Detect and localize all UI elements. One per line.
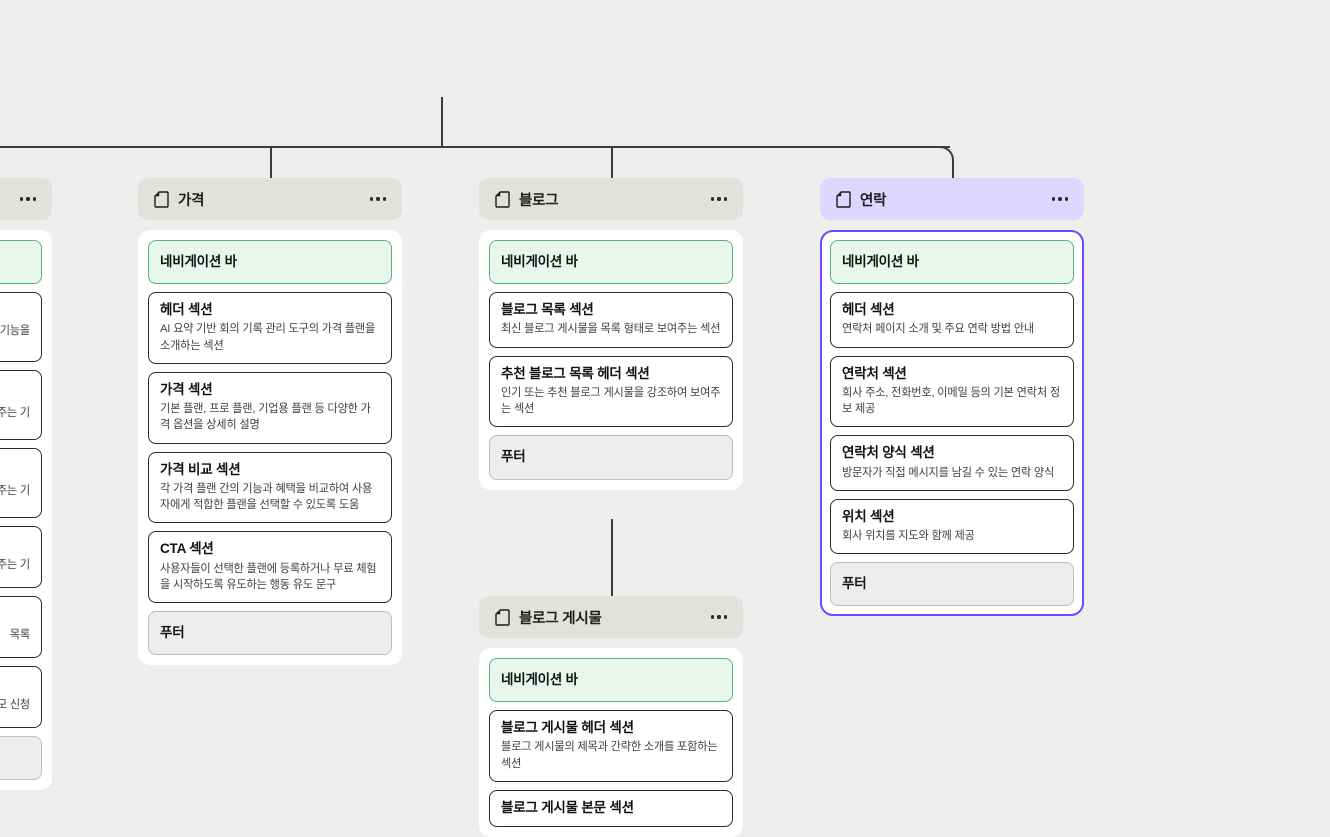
row-desc: 방문자가 직접 메시지를 남길 수 있는 연락 양식	[842, 466, 1055, 479]
row-desc: 회사 주소, 전화번호, 이메일 등의 기본 연락처 정보 제공	[842, 386, 1060, 416]
node-contact-body: 네비게이션 바 헤더 섹션 연락처 페이지 소개 및 주요 연락 방법 안내 연…	[820, 230, 1084, 617]
file-icon	[495, 608, 510, 626]
row-title: 네비게이션 바	[842, 254, 919, 269]
row-title: 블로그 게시물 헤더 섹션	[501, 720, 634, 736]
file-icon	[836, 190, 851, 208]
row-title: 위치 섹션	[842, 508, 895, 524]
row-title: 블로그 게시물 본문 섹션	[501, 799, 634, 815]
node-blog-title: 블로그	[519, 192, 559, 209]
row-title: 헤더 섹션	[160, 302, 213, 318]
row-desc: 최신 블로그 게시물을 목록 형태로 보여주는 섹션	[501, 323, 721, 336]
list-item[interactable]: 가격 비교 섹션 각 가격 플랜 간의 기능과 혜택을 비교하여 사용자에게 적…	[148, 451, 392, 524]
list-item[interactable]: 헤더 섹션 AI 요약 기반 회의 기록 관리 도구의 가격 플랜을 소개하는 …	[148, 292, 392, 364]
row-title: 네비게이션 바	[501, 672, 578, 687]
more-options-icon[interactable]	[18, 193, 38, 204]
node-contact[interactable]: 연락 네비게이션 바 헤더 섹션 연락처 페이지 소개 및 주요 연락 방법 안…	[820, 178, 1084, 617]
list-item-footer[interactable]: 푸터	[489, 435, 733, 480]
row-title: 네비게이션 바	[160, 254, 237, 269]
connector-home-trunk	[441, 97, 443, 147]
list-item[interactable]: CTA 섹션 사용자들이 선택한 플랜에 등록하거나 무료 체험을 시작하도록 …	[148, 531, 392, 603]
node-blog-header[interactable]: 블로그	[479, 178, 743, 220]
connector-corner-contact	[938, 146, 954, 180]
row-title: 가격 섹션	[160, 381, 213, 397]
node-blog-post-header[interactable]: 블로그 게시물	[479, 596, 743, 638]
list-item[interactable]: 해주는 기	[0, 526, 42, 588]
list-item[interactable]: 모 신청	[0, 666, 42, 728]
node-contact-header[interactable]: 연락	[820, 178, 1084, 220]
node-blog-body: 네비게이션 바 블로그 목록 섹션 최신 블로그 게시물을 목록 형태로 보여주…	[479, 230, 743, 490]
node-blog-post-title: 블로그 게시물	[519, 610, 602, 627]
node-price-body: 네비게이션 바 헤더 섹션 AI 요약 기반 회의 기록 관리 도구의 가격 플…	[138, 230, 402, 666]
list-item[interactable]: 주는 기	[0, 370, 42, 440]
more-options-icon[interactable]	[368, 193, 388, 204]
row-title: 푸터	[842, 576, 867, 592]
connector-horizontal-bus	[0, 146, 950, 148]
node-left-partial[interactable]: 요 기능을 주는 기 주는 기 해주는 기 목록 모 신청	[0, 178, 52, 790]
list-item[interactable]: 목록	[0, 596, 42, 658]
list-item-nav[interactable]: 네비게이션 바	[489, 658, 733, 703]
list-item-footer[interactable]	[0, 736, 42, 780]
row-desc: 주는 기	[0, 485, 30, 497]
node-price-title: 가격	[178, 192, 205, 209]
list-item-nav[interactable]	[0, 240, 42, 284]
row-title: CTA 섹션	[160, 541, 214, 557]
connector-blog-to-post	[611, 519, 613, 596]
row-title: 블로그 목록 섹션	[501, 302, 594, 318]
node-blog-post-body: 네비게이션 바 블로그 게시물 헤더 섹션 블로그 게시물의 제목과 간략한 소…	[479, 648, 743, 837]
node-price-header[interactable]: 가격	[138, 178, 402, 220]
list-item-footer[interactable]: 푸터	[148, 610, 392, 656]
row-desc: 인기 또는 추천 블로그 게시물을 강조하여 보여주는 섹션	[501, 386, 721, 416]
row-desc: AI 요약 기반 회의 기록 관리 도구의 가격 플랜을 소개하는 섹션	[160, 323, 376, 352]
row-title: 네비게이션 바	[501, 254, 578, 269]
row-title: 푸터	[160, 624, 185, 640]
list-item-footer[interactable]: 푸터	[830, 562, 1074, 607]
node-blog-post[interactable]: 블로그 게시물 네비게이션 바 블로그 게시물 헤더 섹션 블로그 게시물의 제…	[479, 596, 743, 837]
row-desc: 모 신청	[0, 699, 30, 711]
list-item[interactable]: 연락처 양식 섹션 방문자가 직접 메시지를 남길 수 있는 연락 양식	[830, 435, 1074, 491]
row-desc: 블로그 게시물의 제목과 간략한 소개를 포함하는 섹션	[501, 741, 718, 770]
row-desc: 목록	[9, 629, 30, 641]
row-desc: 해주는 기	[0, 559, 30, 571]
list-item[interactable]: 요 기능을	[0, 292, 42, 362]
row-desc: 요 기능을	[0, 325, 30, 337]
list-item-nav[interactable]: 네비게이션 바	[148, 240, 392, 285]
list-item[interactable]: 주는 기	[0, 448, 42, 518]
list-item[interactable]: 블로그 게시물 헤더 섹션 블로그 게시물의 제목과 간략한 소개를 포함하는 …	[489, 710, 733, 782]
list-item[interactable]: 추천 블로그 목록 헤더 섹션 인기 또는 추천 블로그 게시물을 강조하여 보…	[489, 355, 733, 428]
list-item[interactable]: 가격 섹션 기본 플랜, 프로 플랜, 기업용 플랜 등 다양한 가격 옵션을 …	[148, 371, 392, 444]
row-desc: 각 가격 플랜 간의 기능과 혜택을 비교하여 사용자에게 적합한 플랜을 선택…	[160, 482, 373, 512]
node-left-partial-body: 요 기능을 주는 기 주는 기 해주는 기 목록 모 신청	[0, 230, 52, 790]
row-desc: 회사 위치를 지도와 함께 제공	[842, 530, 975, 543]
node-price[interactable]: 가격 네비게이션 바 헤더 섹션 AI 요약 기반 회의 기록 관리 도구의 가…	[138, 178, 402, 666]
more-options-icon[interactable]	[709, 193, 729, 204]
row-title: 가격 비교 섹션	[160, 461, 241, 477]
connector-drop-price	[270, 146, 272, 178]
list-item[interactable]: 블로그 목록 섹션 최신 블로그 게시물을 목록 형태로 보여주는 섹션	[489, 292, 733, 348]
row-desc: 사용자들이 선택한 플랜에 등록하거나 무료 체험을 시작하도록 유도하는 행동…	[160, 562, 377, 591]
node-left-partial-header[interactable]	[0, 178, 52, 220]
row-title: 연락처 섹션	[842, 365, 907, 381]
row-title: 푸터	[501, 449, 526, 465]
more-options-icon[interactable]	[1050, 193, 1070, 204]
row-title: 연락처 양식 섹션	[842, 445, 935, 461]
list-item[interactable]: 연락처 섹션 회사 주소, 전화번호, 이메일 등의 기본 연락처 정보 제공	[830, 355, 1074, 428]
row-desc: 연락처 페이지 소개 및 주요 연락 방법 안내	[842, 323, 1034, 336]
list-item-nav[interactable]: 네비게이션 바	[830, 240, 1074, 285]
file-icon	[495, 190, 510, 208]
row-title: 헤더 섹션	[842, 302, 895, 318]
list-item[interactable]: 헤더 섹션 연락처 페이지 소개 및 주요 연락 방법 안내	[830, 292, 1074, 348]
row-desc: 주는 기	[0, 407, 30, 419]
list-item[interactable]: 위치 섹션 회사 위치를 지도와 함께 제공	[830, 498, 1074, 555]
node-blog[interactable]: 블로그 네비게이션 바 블로그 목록 섹션 최신 블로그 게시물을 목록 형태로…	[479, 178, 743, 490]
row-desc: 기본 플랜, 프로 플랜, 기업용 플랜 등 다양한 가격 옵션을 상세히 설명	[160, 403, 371, 432]
connector-drop-blog	[611, 146, 613, 178]
file-icon	[154, 190, 169, 208]
row-title: 추천 블로그 목록 헤더 섹션	[501, 365, 650, 381]
more-options-icon[interactable]	[709, 611, 729, 622]
node-contact-title: 연락	[860, 192, 887, 209]
list-item[interactable]: 블로그 게시물 본문 섹션	[489, 789, 733, 828]
list-item-nav[interactable]: 네비게이션 바	[489, 240, 733, 285]
